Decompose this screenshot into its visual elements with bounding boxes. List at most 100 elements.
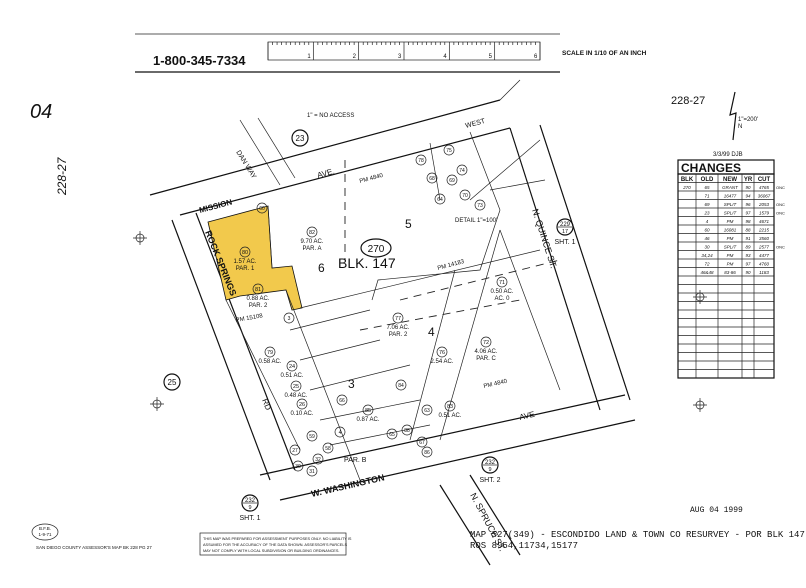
changes-cell-new: 83-86 <box>724 270 736 275</box>
small-parcel-number[interactable]: 69 <box>449 178 455 184</box>
parcel-number[interactable]: 80 <box>242 250 248 256</box>
book-number: 270 <box>368 244 385 255</box>
changes-column-header: OLD <box>701 177 714 183</box>
par-b-label: PAR. B <box>344 457 367 464</box>
lot-5: 5 <box>405 217 412 231</box>
parcel-number[interactable]: 25 <box>293 384 299 390</box>
map-code: 04 <box>30 101 52 123</box>
changes-cell-new: PM <box>727 219 734 224</box>
changes-cell-cut: 1183 <box>759 270 769 275</box>
changes-cell-cut: 4765 <box>759 185 770 190</box>
street-dan-way: DAN WAY <box>234 149 257 180</box>
ruler-tick-label: 4 <box>443 54 447 60</box>
small-parcel-number[interactable]: 73 <box>477 203 483 209</box>
parcel-number[interactable]: 72 <box>483 340 489 346</box>
small-parcel-number[interactable]: 84 <box>398 383 404 389</box>
parcel-number[interactable]: 71 <box>499 280 505 286</box>
small-parcel-number[interactable]: 58 <box>325 446 331 452</box>
adjoining-sheet-label: SHT. 1 <box>239 515 260 522</box>
small-parcel-number[interactable]: 27 <box>292 448 298 454</box>
adjoining-map-number[interactable]: 232 <box>485 460 496 466</box>
small-parcel-number[interactable]: 31 <box>309 469 315 475</box>
north-arrow-icon <box>729 91 737 141</box>
small-parcel-number[interactable]: 3 <box>288 316 291 322</box>
street-west: WEST <box>465 118 487 130</box>
parcel-number[interactable]: 76 <box>439 350 445 356</box>
parcel-number[interactable]: 85 <box>365 408 371 414</box>
page-number-left: 228-27 <box>55 156 69 196</box>
parcel-number[interactable]: 79 <box>267 350 273 356</box>
small-parcel-number[interactable]: 78 <box>418 158 424 164</box>
small-parcel-number[interactable]: 75 <box>446 148 452 154</box>
adjoining-map-circle <box>556 218 574 236</box>
changes-cell-old: 69 <box>704 202 710 207</box>
small-parcel-number[interactable]: 30 <box>295 464 301 470</box>
phone-number: 1-800-345-7334 <box>153 53 246 68</box>
changes-cell-yr: 90 <box>745 185 751 190</box>
adjoining-map-sheet: 9 <box>248 505 251 511</box>
changes-cell-old: 23 <box>703 211 710 216</box>
small-parcel-number[interactable]: 32 <box>315 457 321 463</box>
adjoining-map-number[interactable]: 232 <box>245 498 256 504</box>
parcel-acreage: 0.87 AC. <box>356 417 379 423</box>
parcel-acreage: 0.50 AC. <box>490 289 513 295</box>
small-parcel-number[interactable]: 86 <box>424 450 430 456</box>
parcel-number[interactable]: 83 <box>447 404 453 410</box>
adjoining-map-number[interactable]: 229 <box>560 222 571 228</box>
changes-stamp: 3/3/99 DJB <box>713 152 743 158</box>
parcel-number[interactable]: 26 <box>299 402 305 408</box>
ruler-tick-label: 3 <box>398 54 402 60</box>
small-parcel-number[interactable]: 67 <box>419 440 425 446</box>
parcel-acreage: 0.51 AC. <box>280 373 303 379</box>
parcel-acreage: 0.58 AC. <box>258 359 281 365</box>
small-parcel-number[interactable]: 65 <box>389 432 395 438</box>
small-parcel-number[interactable]: 60 <box>259 206 265 212</box>
small-parcel-circle <box>395 379 407 391</box>
changes-cell-cut: 4760 <box>759 262 770 267</box>
parcel-number-circle <box>264 346 276 358</box>
changes-cell-new: 16081 <box>724 228 737 233</box>
plat-pm4840-south: PM 4840 <box>483 379 508 390</box>
parcel-number-circle <box>496 276 508 288</box>
parcel-number-circle <box>252 283 264 295</box>
parcel-acreage: 0.51 AC. <box>438 413 461 419</box>
approval-seal <box>31 523 59 541</box>
lot-6: 6 <box>318 261 325 275</box>
adjoining-map-number[interactable]: 25 <box>168 378 177 387</box>
small-parcel-number[interactable]: 59 <box>309 434 315 440</box>
adjoining-map-number[interactable]: 23 <box>296 134 305 143</box>
small-parcel-circle <box>336 394 348 406</box>
parcel-number[interactable]: 77 <box>395 316 401 322</box>
disclaimer-line-1: THIS MAP WAS PREPARED FOR ASSESSMENT PUR… <box>203 537 352 541</box>
changes-column-header: YR <box>744 177 753 183</box>
changes-cell-new: PM <box>727 236 734 241</box>
ruler-tick-label: 2 <box>353 54 357 60</box>
ruler-tick-label: 6 <box>534 54 538 60</box>
parcel-number-circle <box>239 246 251 258</box>
parcel-number-circle <box>444 400 456 412</box>
access-note: 1" = NO ACCESS <box>307 113 354 119</box>
changes-cell-yr: 89 <box>745 245 751 250</box>
parcel-number[interactable]: 24 <box>289 364 295 370</box>
changes-cell-yr: 88 <box>745 228 751 233</box>
small-parcel-number[interactable]: 70 <box>462 193 468 199</box>
map-title: MAP 527(349) - ESCONDIDO LAND & TOWN CO … <box>470 530 805 540</box>
parcel-number[interactable]: 81 <box>255 287 261 293</box>
parcel-acreage: 0.88 AC. <box>246 296 269 302</box>
small-parcel-number[interactable]: 66 <box>339 398 345 404</box>
street-rd: RD <box>260 397 273 411</box>
small-parcel-number[interactable]: 4 <box>339 430 342 436</box>
small-parcel-number[interactable]: 88 <box>404 428 410 434</box>
changes-cell-cut: 2053 <box>758 202 770 207</box>
small-parcel-circle <box>474 199 486 211</box>
survey-marker-icon <box>133 231 707 412</box>
seal-initials: B.F.B. <box>39 526 51 531</box>
small-parcel-number[interactable]: 64 <box>437 197 443 203</box>
small-parcel-number[interactable]: 63 <box>424 408 430 414</box>
parcel-number[interactable]: 82 <box>309 230 315 236</box>
small-parcel-number[interactable]: 74 <box>459 168 465 174</box>
page-number-right: 228-27 <box>671 95 705 107</box>
small-parcel-number[interactable]: 68 <box>429 176 435 182</box>
seal-date: 1-9-71 <box>38 532 52 537</box>
